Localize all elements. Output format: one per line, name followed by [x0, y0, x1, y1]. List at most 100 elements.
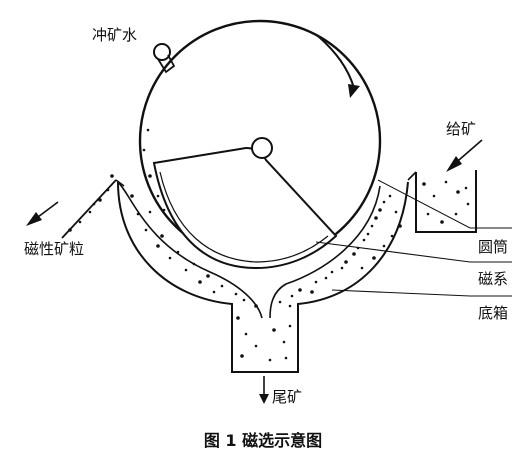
ore-particle	[324, 276, 328, 280]
tank-inner-wall-left	[117, 181, 263, 319]
ore-particle	[366, 232, 370, 236]
feed-box	[415, 170, 477, 233]
figure-caption: 图 1 磁选示意图	[204, 431, 322, 450]
leader-tank	[331, 289, 512, 297]
ore-particle	[314, 280, 318, 284]
ore-particle	[388, 194, 392, 198]
leader-drum	[377, 179, 512, 229]
ore-particle	[146, 128, 150, 132]
ore-particle	[78, 220, 82, 224]
ore-particle	[88, 210, 92, 214]
ore-particle	[290, 294, 294, 298]
ore-particle	[220, 284, 224, 288]
label-tank: 底箱	[478, 304, 508, 322]
ore-particle	[278, 300, 282, 304]
ore-particle	[330, 270, 334, 274]
ore-particle	[372, 256, 376, 260]
label-magnetic-particles: 磁性矿粒	[24, 240, 84, 258]
drum-shaft	[251, 137, 273, 159]
rotation-arrow	[317, 35, 355, 89]
ore-particle	[206, 274, 210, 278]
flush-water-nozzle	[153, 43, 171, 61]
ore-particle	[344, 260, 348, 264]
ore-particle	[426, 212, 430, 216]
ore-particle	[288, 324, 292, 328]
ore-particle	[68, 228, 72, 232]
tank-inner-wall-right	[269, 185, 381, 319]
discharge-plate-lip	[115, 179, 125, 187]
flush-water-pipe	[157, 54, 176, 74]
ore-particle	[298, 288, 302, 292]
label-magnet-system: 磁系	[478, 270, 508, 288]
ore-particle	[362, 238, 366, 242]
magnetic-particles-arrowhead	[26, 212, 42, 226]
ore-particle	[382, 244, 386, 248]
ore-particle	[162, 208, 166, 212]
ore-particle	[284, 356, 288, 360]
ore-particle	[184, 268, 188, 272]
ore-particle	[466, 202, 470, 206]
ore-particle	[198, 280, 202, 284]
ore-particle	[148, 174, 152, 178]
ore-particle	[382, 200, 386, 204]
ore-particle	[464, 186, 468, 190]
ore-particle	[340, 266, 344, 270]
ore-particle	[356, 246, 360, 250]
ore-particle	[422, 182, 426, 186]
ore-particle	[288, 304, 292, 308]
ore-particle	[378, 208, 382, 212]
ore-particle	[242, 298, 246, 302]
ore-particle	[156, 194, 160, 198]
ore-particle	[142, 148, 146, 152]
ore-particle	[310, 290, 314, 294]
ore-particle	[394, 210, 398, 214]
ore-particle	[192, 262, 196, 266]
ore-particle	[240, 354, 244, 358]
tank-outline	[117, 181, 409, 373]
ore-particle	[244, 332, 248, 336]
ore-particle	[254, 344, 258, 348]
ore-particle	[454, 212, 458, 216]
ore-particle	[374, 216, 378, 220]
ore-particle	[168, 256, 172, 260]
feed-arrowhead	[446, 156, 462, 172]
label-feed: 给矿	[446, 120, 476, 138]
ore-particle	[432, 194, 436, 198]
ore-particle	[136, 212, 140, 216]
ore-particle	[156, 244, 160, 248]
ore-particle	[390, 234, 394, 238]
ore-particle	[360, 266, 364, 270]
ore-particle	[130, 194, 134, 198]
ore-particle	[176, 250, 180, 254]
ore-particle	[370, 224, 374, 228]
label-drum: 圆筒	[478, 238, 508, 256]
ore-particle	[456, 190, 460, 194]
ore-particle	[268, 358, 272, 362]
feed-box-overflow-lip	[407, 171, 417, 181]
ore-particle	[212, 290, 216, 294]
tailings-arrowhead	[259, 394, 269, 404]
ore-particle	[444, 180, 448, 184]
magnet-system-inner-arc	[159, 171, 329, 263]
ore-particles	[68, 128, 470, 362]
leader-magnet-system	[315, 241, 512, 263]
ore-particle	[282, 340, 286, 344]
ore-particle	[98, 198, 102, 202]
ore-particle	[272, 328, 276, 332]
label-tailings: 尾矿	[272, 388, 302, 406]
ore-particle	[254, 304, 258, 308]
ore-particle	[398, 224, 402, 228]
ore-particle	[110, 174, 114, 178]
label-flush-water: 冲矿水	[92, 26, 137, 44]
ore-particle	[234, 292, 238, 296]
rotation-arrowhead	[348, 84, 360, 98]
ore-particle	[148, 210, 152, 214]
ore-particle	[352, 252, 356, 256]
ore-particle	[160, 234, 164, 238]
ore-particle	[236, 316, 240, 320]
ore-particle	[106, 188, 110, 192]
ore-particle	[144, 228, 148, 232]
ore-particle	[440, 220, 444, 224]
